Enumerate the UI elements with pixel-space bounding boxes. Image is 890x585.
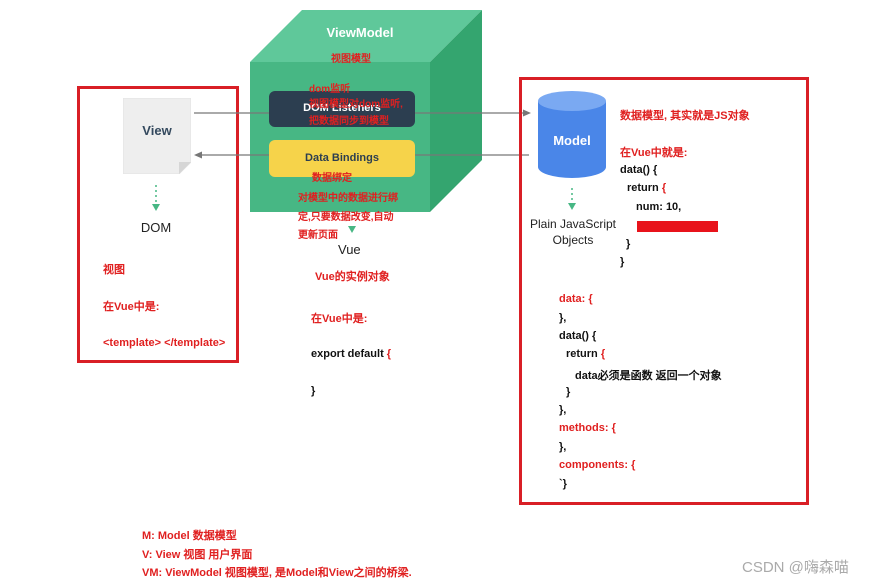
c-methods-key: methods: <box>559 422 612 434</box>
dom-listeners-label: DOM Listeners <box>303 102 381 114</box>
c-return-open: { <box>600 348 606 360</box>
vue-export: export default { <box>311 348 391 360</box>
vue-arrow <box>348 226 356 233</box>
dom-listen-note-3: 把数据同步到模型 <box>309 116 389 127</box>
view-note-1: 视图 <box>103 264 125 276</box>
model-code-return: return { <box>627 182 666 194</box>
model-frame <box>519 77 809 505</box>
c-data-key-text: data: <box>559 293 589 305</box>
data-bindings-label: Data Bindings <box>305 152 379 164</box>
c-data-close: }, <box>559 312 567 324</box>
c-data-fn: data() { <box>559 330 597 342</box>
dom-label: DOM <box>140 220 172 235</box>
viewmodel-subtitle: 视图模型 <box>331 54 371 65</box>
redaction-bar <box>637 221 718 232</box>
c-components-key: components: <box>559 459 632 471</box>
database-icon <box>538 91 606 178</box>
dom-listen-note-1: dom监听 <box>309 84 351 95</box>
c-return-close: } <box>566 386 571 398</box>
model-note-1: 数据模型, 其实就是JS对象 <box>620 110 750 122</box>
c-methods-close: }, <box>559 441 567 453</box>
vue-note-1: Vue的实例对象 <box>315 271 390 283</box>
model-code-return-brace: { <box>661 182 667 194</box>
view-note-2: 在Vue中是: <box>103 301 160 313</box>
model-arrow <box>568 188 576 210</box>
binding-note-2: 对模型中的数据进行绑 <box>298 193 398 204</box>
binding-note-1: 数据绑定 <box>312 173 352 184</box>
vue-label: Vue <box>338 242 361 257</box>
c-return: return { <box>566 348 605 360</box>
c-methods: methods: { <box>559 422 616 434</box>
legend-m: M: Model 数据模型 <box>142 530 237 542</box>
model-label: Model <box>553 133 591 148</box>
c-data-open: { <box>588 293 593 305</box>
c-methods-open: { <box>611 422 616 434</box>
vue-open-brace: { <box>386 348 392 360</box>
viewmodel-cube <box>250 10 482 212</box>
c-data-note: data必须是函数 返回一个对象 <box>575 370 722 382</box>
c-components-open: { <box>631 459 636 471</box>
viewmodel-title: ViewModel <box>326 25 394 40</box>
vue-note-2: 在Vue中是: <box>311 313 368 325</box>
c-return-kw: return <box>566 348 601 360</box>
c-components-close: `} <box>559 478 567 490</box>
plain-js-label-1: Plain JavaScript <box>529 217 617 231</box>
data-bindings-box <box>269 140 415 177</box>
model-note-2: 在Vue中就是: <box>620 147 688 159</box>
watermark: CSDN @嗨森喵 <box>742 559 849 576</box>
model-code-num: num: 10, <box>636 201 682 213</box>
legend-vm: VM: ViewModel 视图模型, 是Model和View之间的桥梁. <box>142 567 412 579</box>
dom-listen-note-2: 视图模型对dom监听, <box>309 99 403 110</box>
plain-js-label-2: Objects <box>552 233 594 247</box>
dom-listeners-box <box>269 91 415 127</box>
legend-v: V: View 视图 用户界面 <box>142 549 253 561</box>
c-fn-close: }, <box>559 404 567 416</box>
vue-export-text: export default <box>311 348 387 360</box>
c-data-key: data: { <box>559 293 593 305</box>
model-code-return-kw: return <box>627 182 662 194</box>
document-icon <box>123 98 191 174</box>
vue-close-brace: } <box>311 385 316 397</box>
c-components: components: { <box>559 459 635 471</box>
view-note-3: <template> </template> <box>103 337 226 349</box>
binding-note-4: 更新页面 <box>298 230 338 241</box>
view-dom-arrow <box>152 185 160 211</box>
connector-arrows <box>194 109 531 159</box>
view-label: View <box>142 123 172 138</box>
binding-note-3: 定,只要数据改变,自动 <box>298 212 394 223</box>
model-code-outer-close: } <box>620 256 625 268</box>
model-code-inner-close: } <box>626 238 631 250</box>
model-code-data: data() { <box>620 164 658 176</box>
view-frame <box>77 86 239 363</box>
